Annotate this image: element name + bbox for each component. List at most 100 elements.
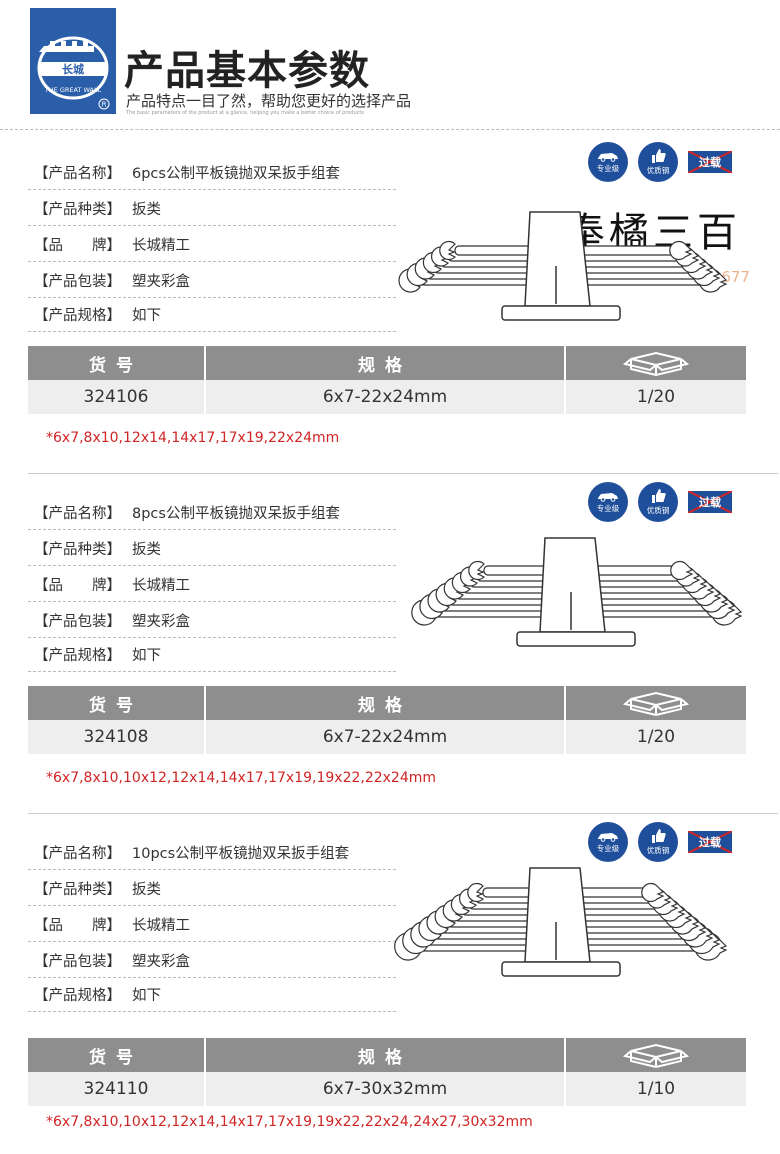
param-label: 【产品种类】 — [34, 202, 121, 218]
quality-steel-badge: 优质钢 — [638, 482, 678, 522]
param-row: 【产品种类】扳类 — [28, 192, 396, 226]
spec-table-header: 货号 规格 — [28, 1038, 746, 1072]
overload-badge: 过载 — [688, 491, 732, 513]
spec-cell: 6x7-30x32mm — [206, 1072, 566, 1106]
param-label: 【产品包装】 — [34, 274, 121, 290]
divider — [0, 129, 780, 130]
feature-badges: 专业级 优质钢 过载 — [588, 142, 732, 182]
professional-badge-label: 专业级 — [596, 844, 620, 853]
size-list: *6x7,8x10,12x14,14x17,17x19,22x24mm — [46, 430, 340, 446]
wrench — [439, 240, 693, 261]
spec-table: 货号 规格 324108 6x7-22x24mm 1/20 — [28, 686, 746, 754]
plastic-holder — [524, 867, 591, 963]
spec-table-row: 324106 6x7-22x24mm 1/20 — [28, 380, 746, 414]
overload-badge-label: 过载 — [699, 156, 721, 169]
param-label: 【产品包装】 — [34, 614, 121, 630]
param-row: 【产品名称】8pcs公制平板镜抛双呆扳手组套 — [28, 496, 396, 530]
spec-table: 货号 规格 324106 6x7-22x24mm 1/20 — [28, 346, 746, 414]
plastic-holder — [524, 211, 591, 307]
overload-badge: 过载 — [688, 151, 732, 173]
param-value: 如下 — [132, 988, 161, 1004]
spec-header: 规格 — [206, 1038, 566, 1072]
cross-out-icon — [688, 491, 732, 513]
sku-cell: 324110 — [28, 1072, 206, 1106]
carton-box-icon — [623, 691, 689, 716]
param-label: 【产品种类】 — [34, 882, 121, 898]
param-row: 【品 牌】长城精工 — [28, 568, 396, 602]
param-value: 长城精工 — [132, 238, 190, 254]
param-row: 【产品规格】如下 — [28, 638, 396, 672]
cross-out-icon — [688, 831, 732, 853]
quality-badge-label: 优质钢 — [646, 166, 670, 175]
page-header: 长城 THE GREAT WALL R 产品基本参数 产品特点一目了然，帮助您更… — [0, 0, 780, 130]
param-label: 【产品包装】 — [34, 954, 121, 970]
carton-box-icon — [623, 1043, 689, 1068]
overload-badge: 过载 — [688, 831, 732, 853]
spec-table-row: 324108 6x7-22x24mm 1/20 — [28, 720, 746, 754]
param-value: 扳类 — [132, 542, 161, 558]
sku-header: 货号 — [28, 346, 206, 380]
param-value: 如下 — [132, 308, 161, 324]
box-header — [566, 346, 746, 380]
param-label: 【产品规格】 — [34, 308, 121, 324]
car-icon — [598, 833, 618, 842]
param-row: 【产品规格】如下 — [28, 298, 396, 332]
size-list: *6x7,8x10,10x12,12x14,14x17,17x19,19x22,… — [46, 1114, 533, 1130]
sku-header: 货号 — [28, 686, 206, 720]
box-qty-cell: 1/10 — [636, 1079, 676, 1099]
param-row: 【产品包装】塑夹彩盒 — [28, 944, 396, 978]
cross-out-icon — [688, 151, 732, 173]
sku-cell: 324108 — [28, 720, 206, 754]
param-label: 【品 牌】 — [34, 918, 121, 934]
section-divider — [28, 813, 778, 814]
param-value: 8pcs公制平板镜抛双呆扳手组套 — [132, 506, 340, 522]
box-qty-cell: 1/20 — [636, 387, 676, 407]
param-label: 【产品名称】 — [34, 166, 121, 182]
param-label: 【产品规格】 — [34, 648, 121, 664]
param-row: 【产品名称】 6pcs公制平板镜抛双呆扳手组套 — [28, 156, 396, 190]
spec-table: 货号 规格 324110 6x7-30x32mm 1/10 — [28, 1038, 746, 1106]
section-divider — [28, 473, 778, 474]
spec-header: 规格 — [206, 346, 566, 380]
box-qty-cell: 1/20 — [636, 727, 676, 747]
svg-text:R: R — [102, 101, 107, 109]
professional-badge-label: 专业级 — [596, 504, 620, 513]
product-section: 【产品名称】10pcs公制平板镜抛双呆扳手组套【产品种类】扳类【品 牌】长城精工… — [0, 818, 780, 1148]
spec-cell: 6x7-22x24mm — [206, 720, 566, 754]
professional-grade-badge: 专业级 — [588, 822, 628, 862]
param-value: 扳类 — [132, 202, 161, 218]
wrench-set-image — [398, 211, 728, 321]
thumbs-up-icon — [652, 149, 666, 163]
param-value: 塑夹彩盒 — [132, 614, 190, 630]
car-icon — [598, 493, 618, 502]
param-value: 塑夹彩盒 — [132, 954, 190, 970]
page-title: 产品基本参数 — [124, 48, 370, 94]
param-value: 10pcs公制平板镜抛双呆扳手组套 — [132, 846, 350, 862]
param-label: 【产品规格】 — [34, 988, 121, 1004]
spec-table-header: 货号 规格 — [28, 686, 746, 720]
plastic-holder — [539, 537, 606, 633]
param-row: 【产品规格】如下 — [28, 978, 396, 1012]
quality-steel-badge: 优质钢 — [638, 142, 678, 182]
professional-grade-badge: 专业级 — [588, 482, 628, 522]
great-wall-logo: 长城 THE GREAT WALL R — [30, 8, 116, 114]
param-label: 【品 牌】 — [34, 238, 121, 254]
product-section: 【产品名称】6pcs公制平板镜抛双呆扳手组套【产品种类】扳类【品 牌】长城精工【… — [0, 138, 780, 474]
sku-cell: 324106 — [28, 380, 206, 414]
param-row: 【产品包装】塑夹彩盒 — [28, 604, 396, 638]
professional-badge-label: 专业级 — [596, 164, 620, 173]
param-row: 【产品种类】扳类 — [28, 872, 396, 906]
box-header — [566, 686, 746, 720]
param-row: 【品 牌】长城精工 — [28, 908, 396, 942]
professional-grade-badge: 专业级 — [588, 142, 628, 182]
param-value: 扳类 — [132, 882, 161, 898]
box-header — [566, 1038, 746, 1072]
spec-table-header: 货号 规格 — [28, 346, 746, 380]
svg-text:长城: 长城 — [62, 62, 84, 76]
param-label: 【品 牌】 — [34, 578, 121, 594]
param-value: 如下 — [132, 648, 161, 664]
param-value: 6pcs公制平板镜抛双呆扳手组套 — [132, 166, 340, 182]
feature-badges: 专业级 优质钢 过载 — [588, 482, 732, 522]
param-value: 长城精工 — [132, 578, 190, 594]
carton-box-icon — [623, 351, 689, 376]
